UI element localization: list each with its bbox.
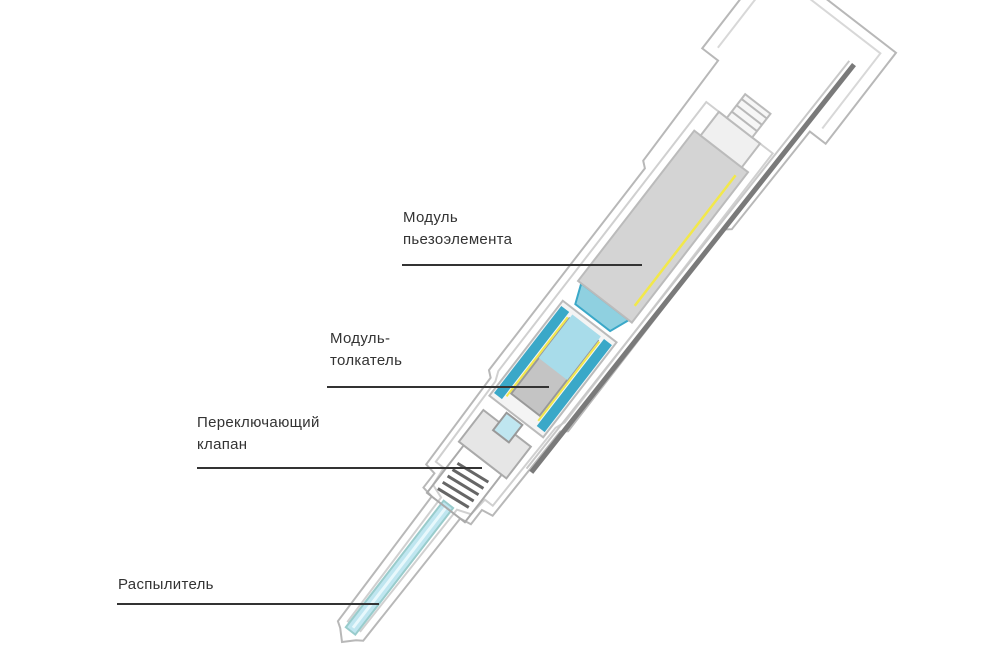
label-switching-valve: Переключающий клапан (197, 412, 320, 456)
injector-inner-outline (346, 100, 775, 633)
injector-head-inner (717, 0, 882, 130)
high-pressure-rod (529, 63, 856, 474)
label-line: Модуль (403, 209, 458, 226)
label-line: Распылитель (118, 576, 214, 593)
label-pusher-module: Модуль- толкатель (330, 328, 402, 372)
label-line: Переключающий (197, 414, 320, 431)
leader-line-valve (197, 467, 482, 469)
pusher-module (487, 299, 618, 439)
label-line: клапан (197, 436, 248, 453)
piezo-module (574, 92, 772, 333)
label-line: Модуль- (330, 330, 391, 347)
label-line: толкатель (330, 352, 403, 369)
valve-spring (437, 461, 490, 509)
leader-line-pusher (327, 386, 549, 388)
label-nozzle: Распылитель (118, 574, 214, 596)
label-line: пьезоэлемента (403, 231, 513, 248)
leader-line-piezo (402, 264, 642, 266)
label-piezo-module: Модуль пьезоэлемента (403, 207, 512, 251)
leader-line-nozzle (117, 603, 379, 605)
